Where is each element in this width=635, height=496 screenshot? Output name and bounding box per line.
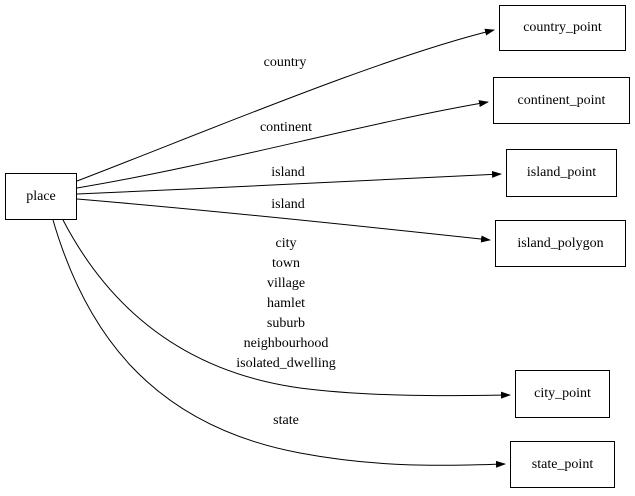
node-country-point: country_point	[499, 5, 626, 51]
edge-place-country-point	[76, 28, 495, 182]
edge-label-continent: continent	[259, 120, 313, 135]
node-island-point: island_point	[506, 149, 617, 197]
edge-label-state: state	[273, 413, 299, 428]
edge-label-island-point: island	[271, 165, 305, 180]
edge-label-city-group: city town village hamlet suburb neighbou…	[236, 236, 336, 371]
node-continent-point: continent_point	[493, 77, 630, 124]
edge-label-island-polygon: island	[271, 197, 305, 212]
edge-place-city-point	[62, 219, 511, 399]
edge-place-island-polygon	[76, 198, 491, 243]
node-state-point: state_point	[510, 441, 615, 488]
node-city-point: city_point	[515, 370, 610, 418]
edge-label-country: country	[263, 55, 307, 70]
edge-place-state-point	[52, 219, 506, 468]
node-island-polygon: island_polygon	[495, 220, 626, 267]
edge-place-continent-point	[76, 100, 489, 189]
node-place: place	[5, 173, 77, 220]
edge-place-island-point	[76, 170, 502, 195]
